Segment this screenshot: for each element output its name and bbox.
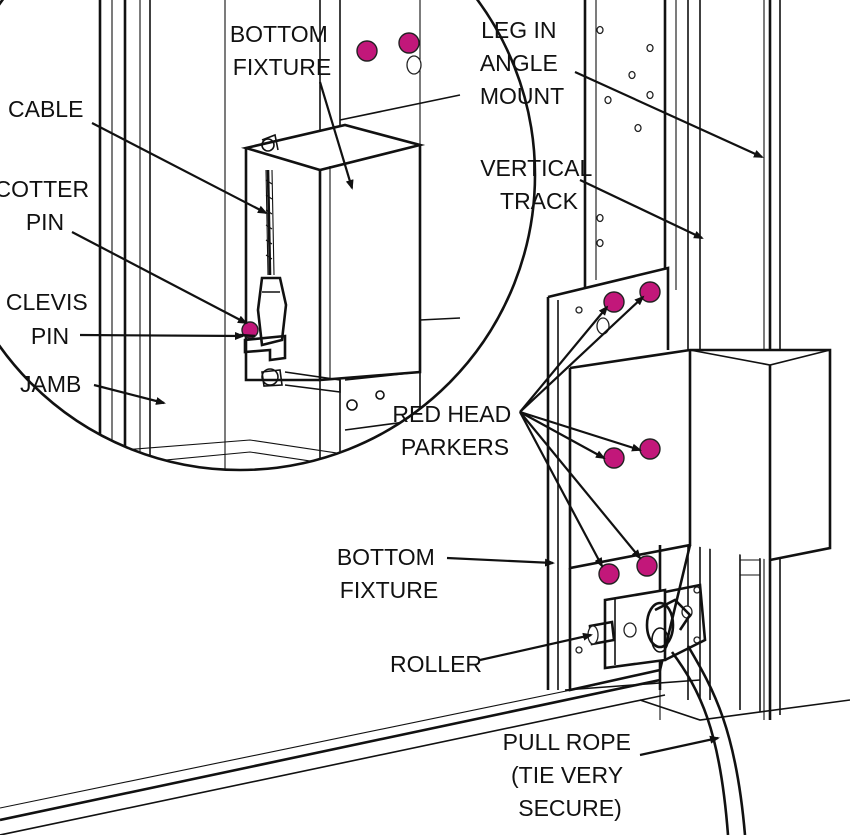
red-head-parker-5 (598, 563, 620, 585)
label-bottom-fixture-main: BOTTOM FIXTURE (337, 544, 441, 603)
label-clevis-pin: CLEVIS PIN (6, 289, 94, 349)
red-head-parker-2 (639, 281, 661, 303)
label-pull-rope: PULL ROPE (TIE VERY SECURE) (503, 729, 638, 821)
label-jamb: JAMB (20, 371, 81, 397)
label-roller: ROLLER (390, 651, 482, 677)
label-vertical-track: VERTICAL TRACK (480, 155, 598, 214)
roller-assembly (587, 583, 707, 670)
red-head-parker-3 (603, 447, 625, 469)
label-red-head-parkers: RED HEAD PARKERS (392, 401, 517, 460)
red-head-parker-4 (639, 438, 661, 460)
label-cable: CABLE (8, 96, 83, 122)
label-cotter-pin: COTTER PIN (0, 176, 95, 235)
vertical-track (583, 0, 761, 712)
labels: BOTTOM FIXTURE LEG IN ANGLE MOUNT CABLE … (0, 17, 638, 821)
bottom-fixture-plate (546, 266, 832, 692)
detail-inset (0, 0, 537, 472)
red-head-parker-6 (636, 555, 658, 577)
door-bottom-rail (0, 678, 850, 835)
red-head-parker-1 (603, 291, 625, 313)
label-bottom-fixture-detail: BOTTOM FIXTURE (230, 21, 334, 80)
label-leg-in-angle-mount: LEG IN ANGLE MOUNT (480, 17, 564, 109)
callout-arrows (71, 70, 764, 757)
